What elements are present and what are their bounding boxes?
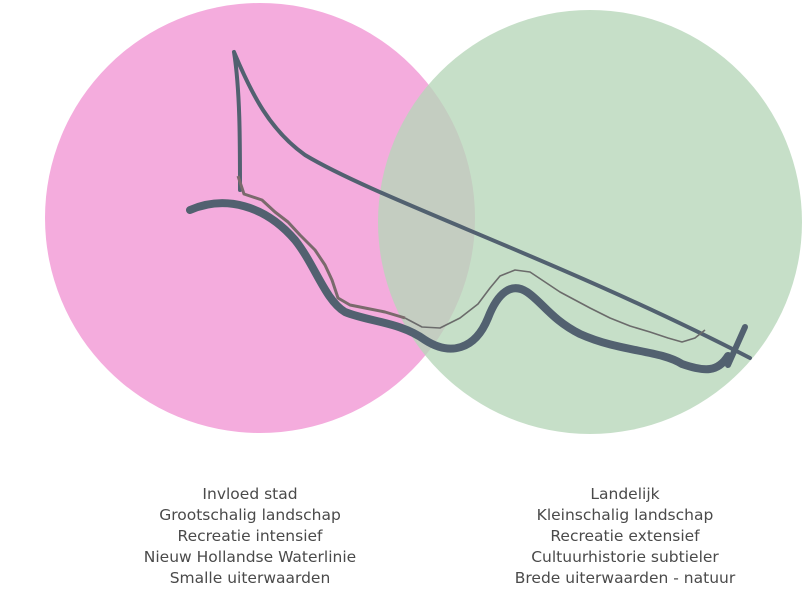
river-end-mark [725,324,748,368]
city-influence-circle [45,3,475,433]
area-boundary-line [232,50,752,360]
city-caption-line: Nieuw Hollandse Waterlinie [143,548,357,566]
rural-caption-line: Kleinschalig landschap [536,506,714,524]
rural-caption-line: Cultuurhistorie subtieler [531,548,719,566]
rural-caption-line: Recreatie extensief [550,527,700,545]
venn-diagram [45,3,802,434]
rural-caption-line: Brede uiterwaarden - natuur [514,569,736,587]
city-caption-line: Grootschalig landschap [159,506,341,524]
rural-caption-line: Landelijk [590,485,660,503]
city-caption-line: Recreatie intensief [177,527,323,545]
rural-circle [378,10,802,434]
dike-line-continuation [404,269,706,343]
river-line [186,199,732,374]
city-caption-line: Invloed stad [202,485,298,503]
rural-caption: Landelijk Kleinschalig landschap Recreat… [475,484,775,589]
city-caption-line: Smalle uiterwaarden [169,569,331,587]
city-caption: Invloed stad Grootschalig landschap Recr… [100,484,400,589]
dike-line [236,175,406,320]
